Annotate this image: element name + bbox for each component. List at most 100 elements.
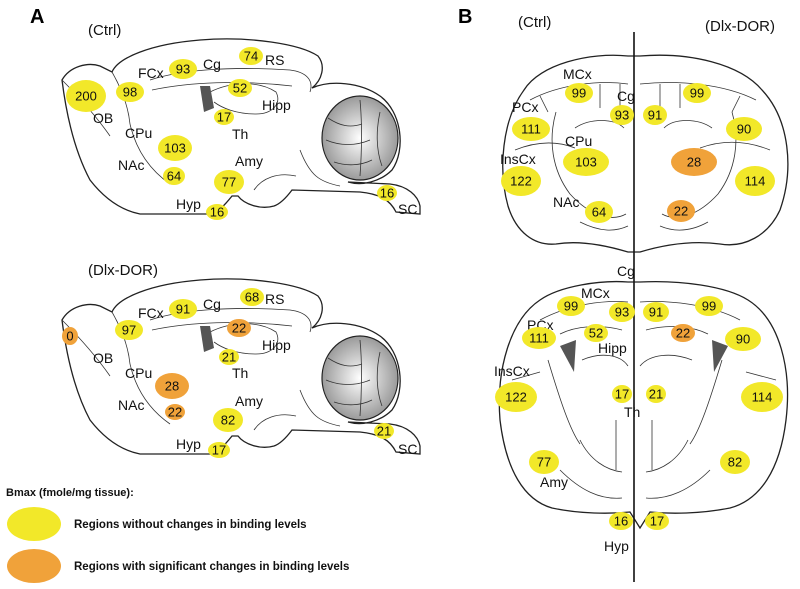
marker-ellipse-cg — [169, 59, 197, 79]
panel-b-bottom-markers: 99 93 91 99 111 52 22 90 122 17 21 114 7… — [495, 296, 783, 530]
marker-value-amy-l: 77 — [537, 455, 551, 470]
marker-value-hipp-r: 22 — [676, 326, 690, 341]
marker-inscx-r: 114 — [741, 382, 783, 412]
label-th: Th — [232, 126, 248, 142]
marker-ellipse-fcx — [115, 320, 143, 340]
marker-value-amy: 82 — [221, 413, 235, 428]
marker-value-cg-r: 91 — [649, 305, 663, 320]
marker-ellipse-cpu — [158, 135, 192, 161]
label-mcx: MCx — [581, 285, 610, 301]
panel-a-bottom-markers: 0 97 91 68 22 21 28 22 82 17 21 — [62, 288, 394, 458]
marker-value-pcx-r: 90 — [737, 122, 751, 137]
panel-a-bottom-labels: FCx Cg RS OB Hipp CPu Th NAc Amy Hyp SC — [93, 291, 417, 457]
marker-value-th-r: 21 — [649, 387, 663, 402]
marker-value-hyp-r: 17 — [650, 514, 664, 529]
marker-cg: 91 — [169, 299, 197, 319]
label-inscx: InsCx — [494, 363, 530, 379]
marker-fcx: 97 — [115, 320, 143, 340]
marker-value-amy: 77 — [222, 175, 236, 190]
label-hipp: Hipp — [262, 337, 291, 353]
label-nac: NAc — [118, 157, 144, 173]
marker-fcx: 98 — [116, 82, 144, 102]
label-mcx: MCx — [563, 66, 592, 82]
marker-value-inscx-l: 122 — [505, 390, 527, 405]
marker-ellipse-cpu — [155, 373, 189, 399]
marker-ellipse-fcx — [116, 82, 144, 102]
marker-ellipse-pcx-r — [725, 327, 761, 351]
marker-cpu-l: 103 — [563, 148, 609, 176]
marker-ellipse-hipp — [227, 319, 251, 337]
marker-value-sc: 21 — [377, 424, 391, 439]
marker-ellipse-ob — [66, 80, 106, 112]
marker-mcx-l: 99 — [557, 296, 585, 316]
marker-hyp-r: 17 — [645, 512, 669, 530]
marker-ellipse-amy-r — [720, 450, 750, 474]
marker-cg-r: 91 — [643, 302, 669, 322]
panel-a-bottom-condition: (Dlx-DOR) — [88, 262, 158, 279]
label-pcx: PCx — [512, 99, 538, 115]
marker-value-hipp-l: 52 — [589, 326, 603, 341]
marker-th-r: 21 — [646, 385, 666, 403]
coronal-section-top — [502, 54, 789, 253]
marker-hyp: 17 — [208, 442, 230, 458]
label-fcx: FCx — [138, 65, 164, 81]
marker-ellipse-cg-r — [643, 105, 667, 125]
marker-ellipse-pcx-l — [512, 117, 550, 141]
label-amy: Amy — [540, 474, 568, 490]
marker-value-hyp: 16 — [210, 205, 224, 220]
marker-pcx-l: 111 — [512, 117, 550, 141]
marker-nac: 64 — [163, 167, 185, 185]
legend-changed-text: Regions with significant changes in bind… — [74, 561, 349, 573]
marker-ellipse-hipp — [228, 79, 252, 97]
marker-value-mcx-r: 99 — [690, 86, 704, 101]
marker-ellipse-th-r — [646, 385, 666, 403]
panel-letter-b: B — [458, 6, 472, 28]
marker-ellipse-hyp-r — [645, 512, 669, 530]
label-fcx: FCx — [138, 305, 164, 321]
marker-cpu-r: 28 — [671, 148, 717, 176]
label-cg: Cg — [203, 296, 221, 312]
marker-cg-r: 91 — [643, 105, 667, 125]
marker-ellipse-hipp-l — [584, 324, 608, 342]
marker-ellipse-sc — [374, 423, 394, 439]
marker-value-cpu: 28 — [165, 379, 179, 394]
marker-mcx-l: 99 — [565, 83, 593, 103]
marker-value-inscx-r: 114 — [752, 390, 773, 405]
marker-nac: 22 — [165, 404, 185, 420]
panel-b-top-markers: 99 93 91 99 111 90 103 28 122 114 64 22 — [501, 83, 775, 223]
marker-mcx-r: 99 — [695, 296, 723, 316]
panel-a-top-labels: FCx Cg RS OB Hipp CPu Th NAc Amy Hyp SC — [93, 52, 417, 217]
panel-a-top-markers: 200 98 93 74 52 17 103 64 77 16 16 — [66, 47, 397, 220]
marker-ellipse-rs — [239, 47, 263, 65]
panel-b-right-condition: (Dlx-DOR) — [705, 18, 775, 35]
marker-cg: 93 — [169, 59, 197, 79]
marker-nac-r: 22 — [667, 200, 695, 222]
marker-rs: 74 — [239, 47, 263, 65]
legend-swatch-changed — [7, 549, 61, 583]
marker-ellipse-th-l — [612, 385, 632, 403]
marker-ellipse-sc — [377, 185, 397, 201]
marker-amy: 77 — [214, 170, 244, 194]
marker-value-hipp: 52 — [233, 81, 247, 96]
marker-value-fcx: 98 — [123, 85, 137, 100]
legend: Bmax (fmole/mg tissue): Regions without … — [6, 487, 349, 583]
marker-ellipse-inscx-r — [741, 382, 783, 412]
marker-ellipse-cpu-r — [671, 148, 717, 176]
marker-ellipse-mcx-l — [565, 83, 593, 103]
marker-ellipse-hipp-r — [671, 324, 695, 342]
panel-letter-a: A — [30, 6, 44, 28]
label-hipp: Hipp — [262, 97, 291, 113]
marker-value-fcx: 97 — [122, 323, 136, 338]
panel-b-bottom-labels: Cg MCx PCx Hipp InsCx Th Amy Hyp — [494, 263, 640, 554]
label-rs: RS — [265, 52, 284, 68]
marker-value-th-l: 17 — [615, 387, 629, 402]
marker-th: 17 — [214, 109, 234, 125]
cerebellum-dlx — [321, 335, 399, 421]
marker-value-cpu-r: 28 — [687, 155, 701, 170]
marker-value-pcx-r: 90 — [736, 332, 750, 347]
legend-swatch-unchanged — [7, 507, 61, 541]
label-ob: OB — [93, 110, 113, 126]
marker-hyp: 16 — [206, 204, 228, 220]
marker-hipp: 52 — [228, 79, 252, 97]
marker-inscx-l: 122 — [495, 382, 537, 412]
